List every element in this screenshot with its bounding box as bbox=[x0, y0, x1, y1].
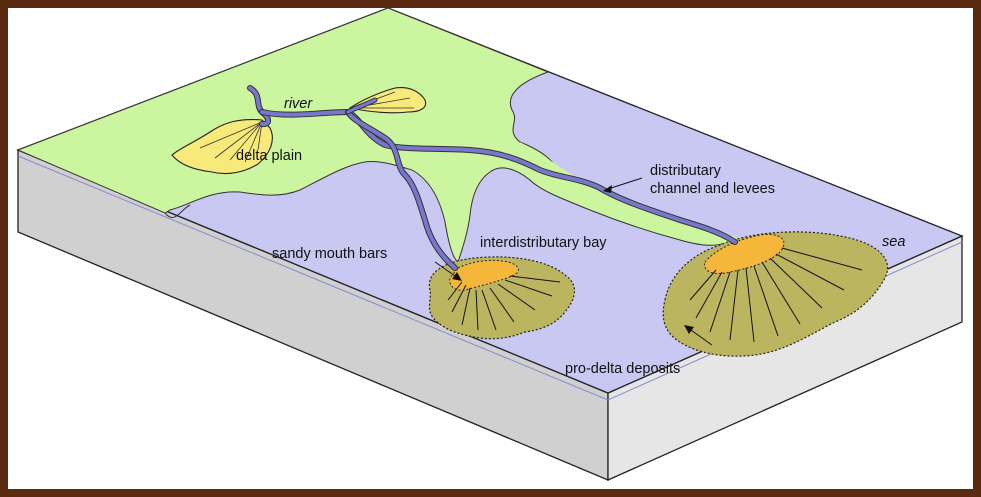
labels: river delta plain distributary channel a… bbox=[236, 96, 905, 377]
label-interdistributary-bay: interdistributary bay bbox=[480, 235, 607, 251]
label-pro-delta: pro-delta deposits bbox=[565, 361, 680, 377]
label-sea: sea bbox=[882, 234, 905, 250]
river-channels bbox=[247, 85, 738, 271]
label-channel-levees: channel and levees bbox=[650, 181, 775, 197]
leader-mouth-bars bbox=[434, 261, 459, 279]
delta-lobe-left bbox=[171, 118, 273, 175]
label-river: river bbox=[284, 96, 313, 112]
leader-lines bbox=[434, 177, 713, 346]
label-distributary: distributary bbox=[650, 163, 722, 179]
mouth-bar-right bbox=[704, 233, 785, 275]
sandy-mouth-bars bbox=[449, 233, 785, 291]
mouth-bar-center bbox=[449, 259, 519, 291]
delta-lobe-upper bbox=[348, 87, 427, 114]
label-sandy-mouth-bars: sandy mouth bars bbox=[272, 246, 387, 262]
prodelta-radial-lines bbox=[447, 247, 863, 343]
leader-prodelta bbox=[687, 327, 713, 346]
label-delta-plain: delta plain bbox=[236, 148, 302, 164]
delta-plain-outline bbox=[164, 204, 191, 219]
